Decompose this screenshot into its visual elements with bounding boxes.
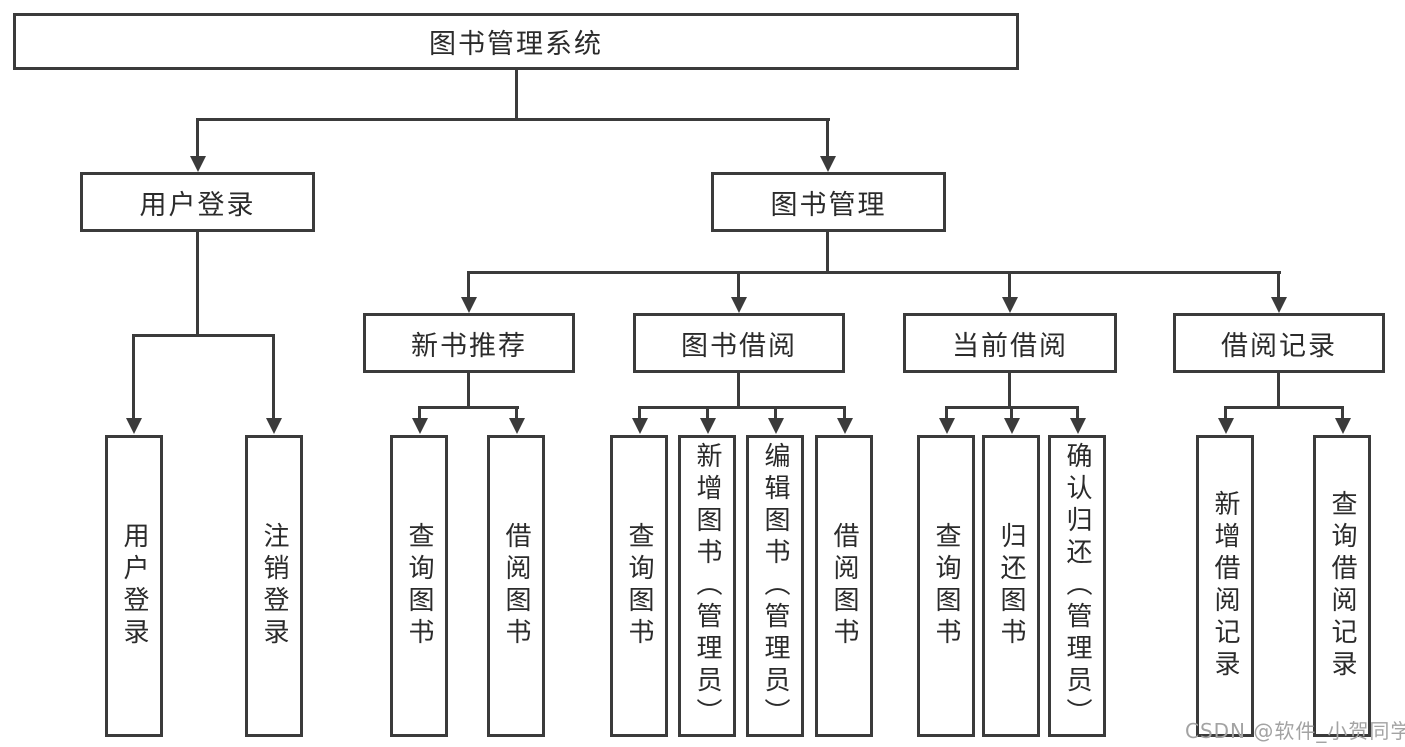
node-book-management-branch: 图书管理: [711, 172, 946, 232]
arrow-down-icon: [700, 418, 716, 434]
connector-line: [737, 271, 740, 299]
connector-line: [1277, 271, 1280, 299]
connector-line: [638, 406, 846, 409]
leaf-logout: 注销登录: [245, 435, 303, 737]
node-book-borrowing: 图书借阅: [633, 313, 845, 373]
connector-line: [1224, 406, 1344, 409]
leaf-query-books-recommend: 查询图书: [390, 435, 448, 737]
leaf-borrow-books: 借阅图书: [815, 435, 873, 737]
connector-line: [737, 373, 740, 409]
leaf-add-borrow-record: 新增借阅记录: [1196, 435, 1254, 737]
connector-line: [272, 334, 275, 420]
arrow-down-icon: [266, 418, 282, 434]
leaf-query-borrow-record: 查询借阅记录: [1313, 435, 1371, 737]
arrow-down-icon: [632, 418, 648, 434]
connector-line: [1008, 373, 1011, 409]
leaf-add-books-admin: 新增图书（管理员）: [678, 435, 736, 737]
arrow-down-icon: [1070, 418, 1086, 434]
connector-line: [515, 70, 518, 120]
node-borrowing-records: 借阅记录: [1173, 313, 1385, 373]
arrow-down-icon: [190, 156, 206, 172]
arrow-down-icon: [768, 418, 784, 434]
arrow-down-icon: [461, 297, 477, 313]
arrow-down-icon: [1218, 418, 1234, 434]
node-new-book-recommendation: 新书推荐: [363, 313, 575, 373]
arrow-down-icon: [731, 297, 747, 313]
connector-line: [196, 118, 199, 158]
connector-line: [774, 406, 777, 420]
connector-line: [196, 232, 199, 337]
arrow-down-icon: [1002, 297, 1018, 313]
connector-line: [132, 334, 275, 337]
leaf-query-books-borrowing: 查询图书: [610, 435, 668, 737]
arrow-down-icon: [509, 418, 525, 434]
connector-line: [945, 406, 948, 420]
connector-line: [418, 406, 421, 420]
connector-line: [826, 232, 829, 274]
connector-line: [467, 373, 470, 409]
connector-line: [515, 406, 518, 420]
connector-line: [826, 118, 829, 158]
connector-line: [638, 406, 641, 420]
connector-line: [1076, 406, 1079, 420]
arrow-down-icon: [837, 418, 853, 434]
arrow-down-icon: [126, 418, 142, 434]
node-library-management-system: 图书管理系统: [13, 13, 1019, 70]
connector-line: [1277, 373, 1280, 409]
node-user-login-branch: 用户登录: [80, 172, 315, 232]
arrow-down-icon: [1004, 418, 1020, 434]
arrow-down-icon: [820, 156, 836, 172]
csdn-watermark: CSDN @软件_小贺同学: [1185, 719, 1405, 743]
connector-line: [196, 118, 830, 121]
arrow-down-icon: [1271, 297, 1287, 313]
connector-line: [132, 334, 135, 420]
connector-line: [418, 406, 519, 409]
connector-line: [1010, 406, 1013, 420]
arrow-down-icon: [939, 418, 955, 434]
connector-line: [467, 271, 470, 299]
connector-line: [843, 406, 846, 420]
leaf-edit-books-admin: 编辑图书（管理员）: [746, 435, 804, 737]
connector-line: [467, 271, 1281, 274]
leaf-query-books-current: 查询图书: [917, 435, 975, 737]
leaf-return-books: 归还图书: [982, 435, 1040, 737]
connector-line: [1008, 271, 1011, 299]
node-current-borrowing: 当前借阅: [903, 313, 1117, 373]
connector-line: [1224, 406, 1227, 420]
leaf-user-login: 用户登录: [105, 435, 163, 737]
arrow-down-icon: [1335, 418, 1351, 434]
leaf-confirm-return-admin: 确认归还（管理员）: [1048, 435, 1106, 737]
connector-line: [706, 406, 709, 420]
connector-line: [1341, 406, 1344, 420]
leaf-borrow-books-recommend: 借阅图书: [487, 435, 545, 737]
arrow-down-icon: [412, 418, 428, 434]
